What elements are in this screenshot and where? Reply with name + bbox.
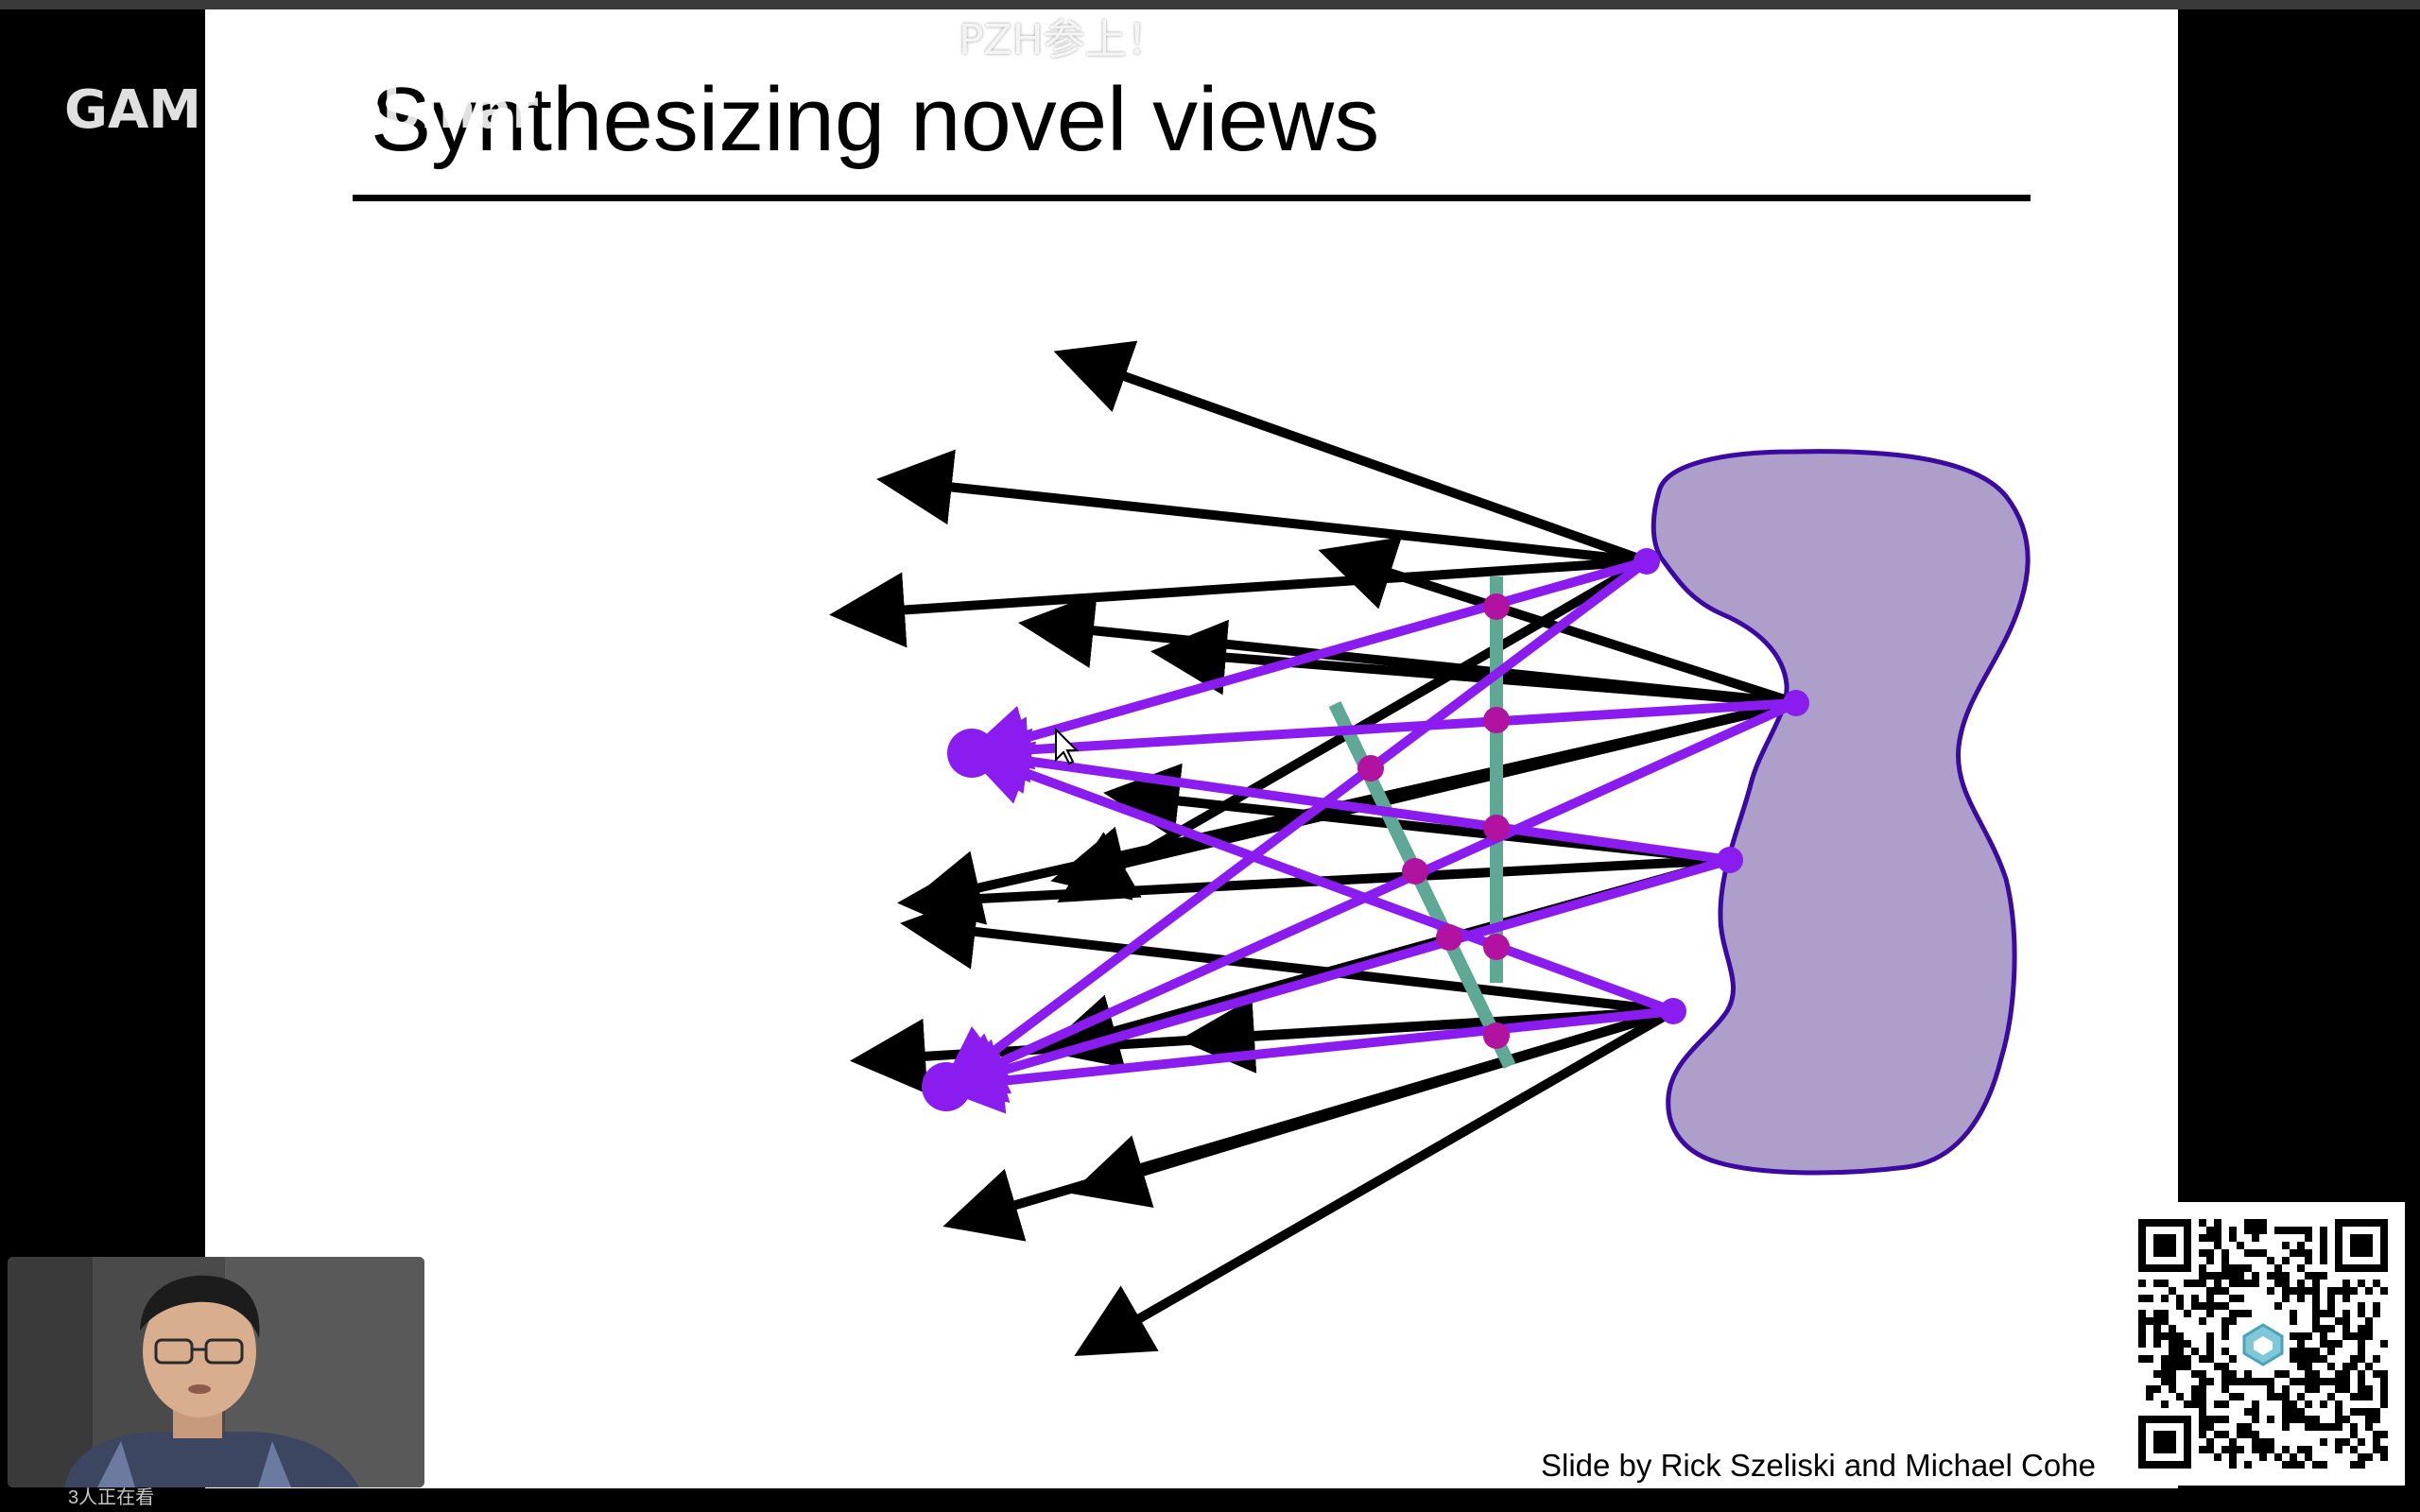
purple-ray xyxy=(962,557,1649,770)
player-top-bar xyxy=(0,0,2420,9)
intersection-point xyxy=(1483,934,1510,960)
light-ray xyxy=(900,894,1674,1016)
light-ray xyxy=(876,449,1648,566)
qr-code xyxy=(2121,1202,2405,1486)
intersection-point xyxy=(1483,1022,1510,1049)
light-ray xyxy=(829,557,1648,648)
presentation-slide: Synthesizing novel views xyxy=(205,9,2178,1488)
channel-watermark: GAMES-webinar xyxy=(64,79,539,141)
surface-point xyxy=(1783,690,1809,716)
presenter-video xyxy=(8,1257,424,1487)
camera-center-bottom xyxy=(922,1062,971,1111)
intersection-point xyxy=(1357,755,1384,782)
purple-ray xyxy=(937,855,1732,1103)
intersection-point xyxy=(1483,593,1510,620)
surface-points xyxy=(1634,548,1809,1024)
slide-credit: Slide by Rick Szeliski and Michael Cohe xyxy=(1541,1448,2096,1483)
light-ray xyxy=(1074,1006,1676,1356)
games-logo-icon xyxy=(2238,1319,2288,1368)
intersection-point xyxy=(1483,707,1510,733)
presenter-video-icon xyxy=(8,1257,424,1487)
mouse-cursor-icon xyxy=(1055,727,1080,765)
light-ray xyxy=(1150,619,1797,708)
sampling-plane xyxy=(1328,700,1516,1070)
purple-ray xyxy=(937,698,1799,1094)
light-ray xyxy=(1070,1006,1675,1209)
light-ray xyxy=(1053,340,1649,566)
slide-title: Synthesizing novel views xyxy=(371,69,1380,170)
scene-object xyxy=(1651,449,2031,1176)
intersection-point xyxy=(1402,858,1428,885)
intersection-point xyxy=(1436,924,1462,951)
purple-ray xyxy=(939,558,1651,1093)
viewer-count: 3人正在看 xyxy=(68,1487,155,1508)
surface-point xyxy=(1660,998,1686,1024)
purple-ray xyxy=(962,728,1731,865)
novel-view-rays xyxy=(937,557,1799,1114)
camera-center-top xyxy=(947,729,996,778)
title-divider xyxy=(353,195,2031,201)
plane-intersections xyxy=(1357,593,1510,1049)
qr-code-icon xyxy=(2121,1202,2405,1486)
surface-point xyxy=(1717,847,1743,873)
light-field-diagram xyxy=(829,340,2031,1356)
intersection-point xyxy=(1483,815,1510,841)
purple-ray xyxy=(962,741,1675,1016)
purple-ray xyxy=(937,1006,1674,1114)
danmaku-comment: PZH参上！ xyxy=(959,16,1168,64)
purple-ray xyxy=(962,698,1797,783)
surface-point xyxy=(1634,548,1660,575)
